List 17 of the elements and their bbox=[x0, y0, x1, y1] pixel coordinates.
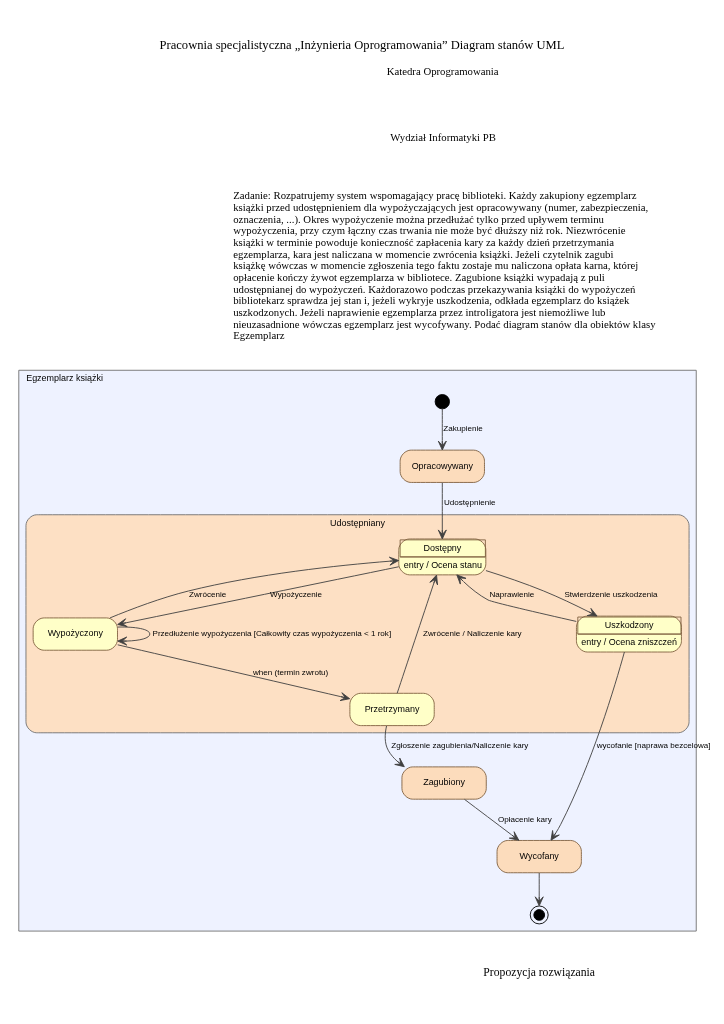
edge-label: Zwrócenie bbox=[189, 589, 227, 599]
caption: Propozycja rozwiązania bbox=[483, 965, 596, 979]
edge-label: Wypożyczenie bbox=[270, 589, 322, 599]
edge-label: Stwierdzenie uszkodzenia bbox=[564, 589, 658, 599]
edge-label: wycofanie [naprawa bezcelowa] bbox=[596, 740, 711, 750]
edge-label: Zakupienie bbox=[443, 423, 483, 433]
edge-label: Udostępnienie bbox=[443, 497, 496, 507]
edge-label: Opłacenie kary bbox=[497, 814, 552, 824]
edge-label: Naprawienie bbox=[489, 589, 535, 599]
label: Katedra Oprogramowania bbox=[386, 64, 499, 77]
diagram-title: Pracownia specjalistyczna „Inżynieria Oprogramowania” Diagram stanów UML bbox=[159, 37, 565, 52]
edge-label: Zwrócenie / Naliczenie kary bbox=[423, 628, 522, 638]
label: Zadanie: Rozpatrujemy system wspomagający pracę biblioteki. Każdy zakupiony egzemplarz książki przed udostępnieniem dla wypożyczających jest opracowywany (numer, zabezpieczenia, oznaczenia, ...). Okres wypożyczenie można przedłużać tylko przed upływem terminu wypożyczenia, przy czym łączny czas trwania nie może być dłuższy niż rok. Niezwrócenie książki w terminie powoduje konieczność zapłacenia kary za każdy dzień przetrzymania egzemplarza, kara jest naliczana w momencie zwrócenia książki. Jeżeli czytelnik zagubi książkę wówczas w momencie zgłoszenia tego faktu zostaje mu naliczona opłata karna, której opłacenie kończy żywot egzemplarza w bibliotece. Zagubione książki wypadają z puli udostępnianej do wypożyczeń. Każdorazowo podczas przekazywania książki do wypożyczeń bibliotekarz sprawdza jej stan i, jeżeli wykryje uszkodzenia, odkłada egzemplarz do książek uszkodzonych. Jeżeli naprawienie egzemplarza przez introligatora jest niemożliwe lub nieuzasadnione wówczas egzemplarz jest wycofywany. Podać diagram stanów dla obiektów klasy Egzemplarz bbox=[233, 188, 656, 341]
edge-label: Zgłoszenie zagubienia/Naliczenie kary bbox=[391, 740, 529, 750]
edge-label: Przedłużenie wypożyczenia [Całkowity czas wypożyczenia < 1 rok] bbox=[152, 628, 392, 638]
label: Wydział Informatyki PB bbox=[390, 130, 496, 143]
edge-label: when (termin zwrotu) bbox=[253, 667, 329, 677]
